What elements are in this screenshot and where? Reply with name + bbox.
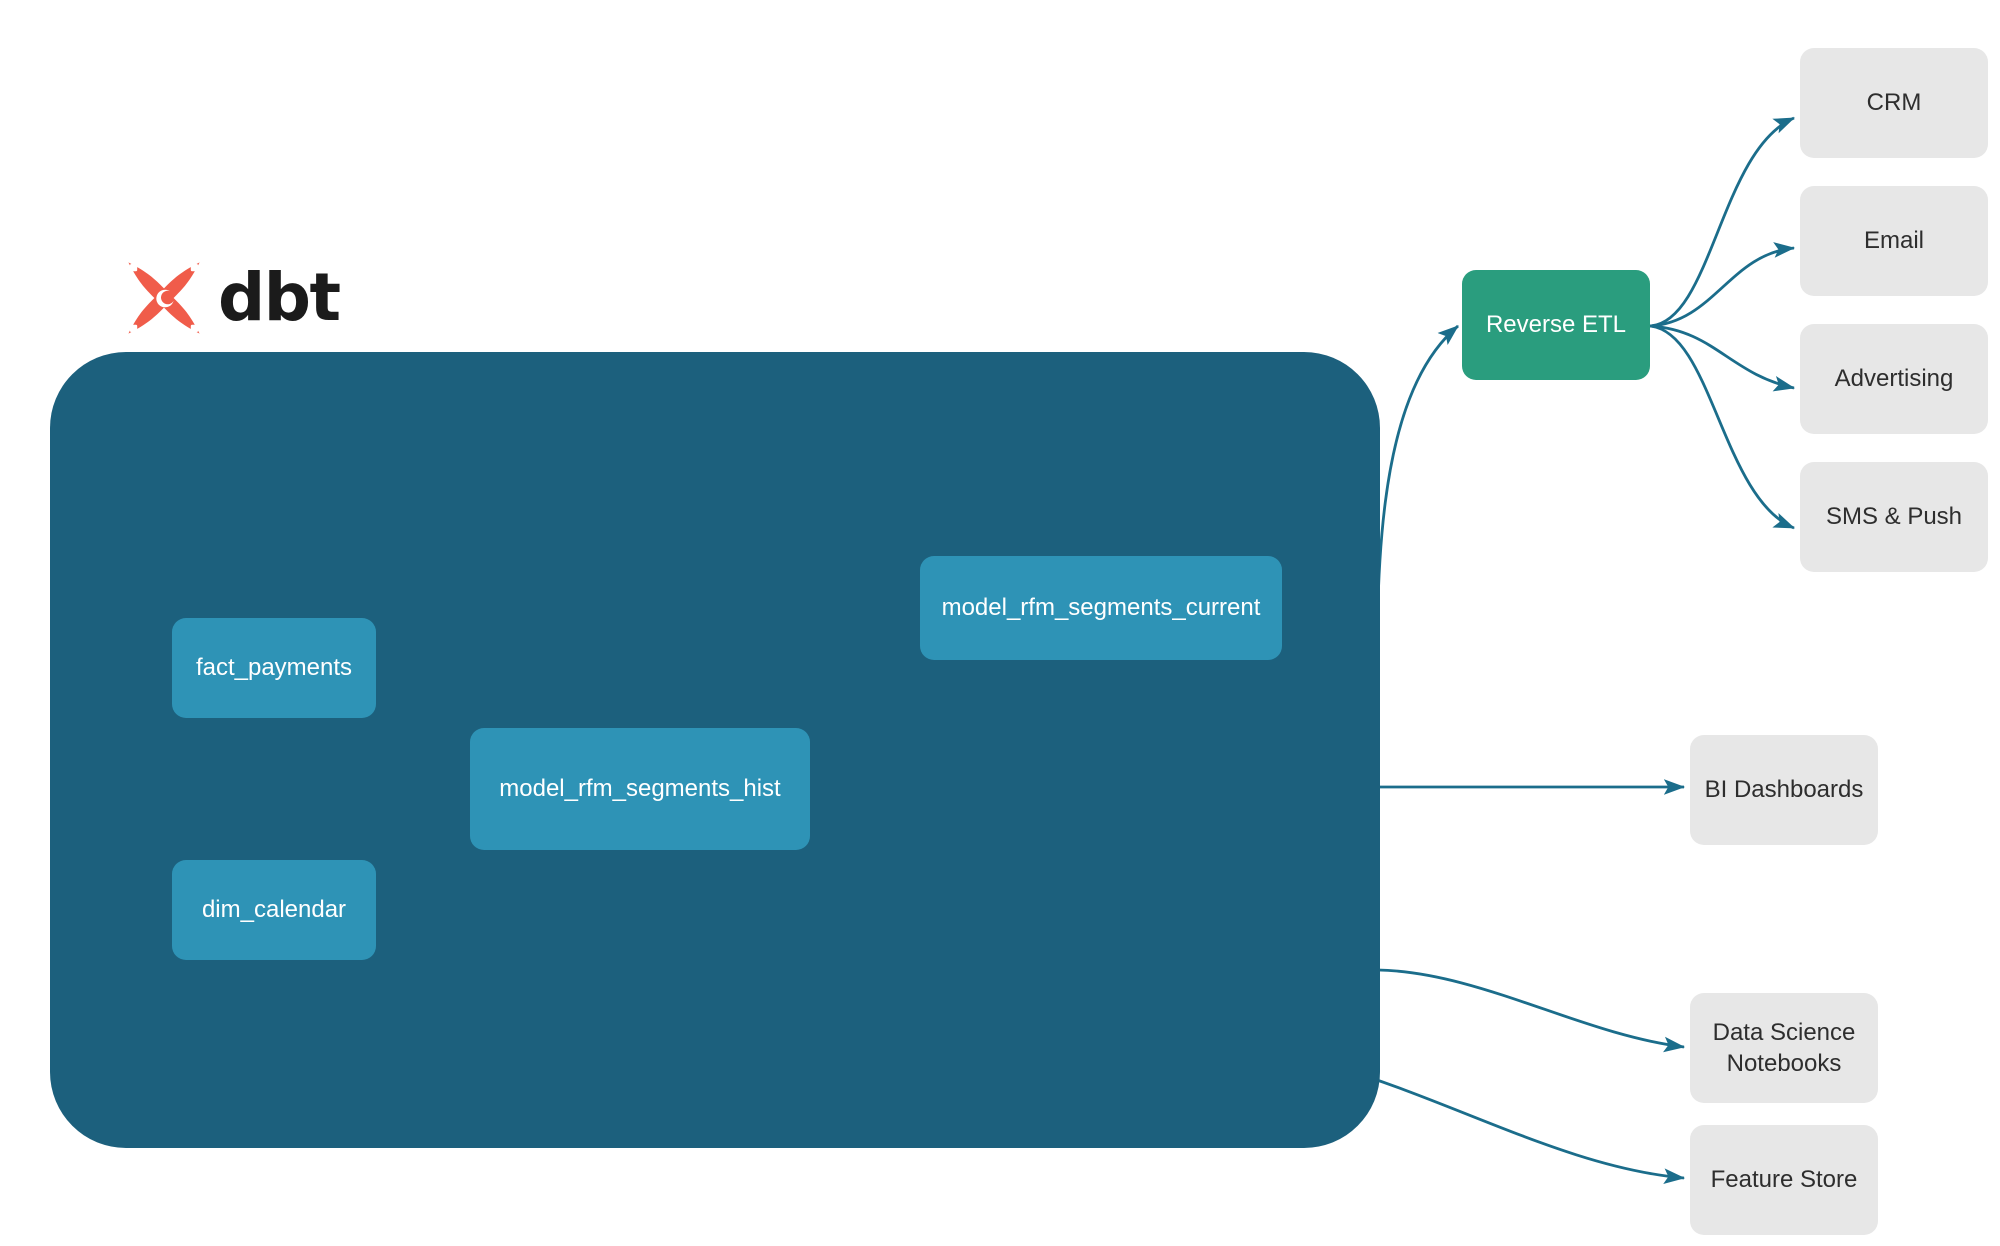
edge-reverse-etl-to-crm	[1649, 116, 1796, 328]
node-bi-dashboards[interactable]: BI Dashboards	[1690, 735, 1878, 845]
edge-reverse-etl-to-advertising	[1649, 324, 1796, 392]
edge-reverse-etl-to-email	[1649, 242, 1796, 328]
node-email[interactable]: Email	[1800, 186, 1988, 296]
edge-reverse-etl-to-sms	[1649, 324, 1796, 530]
node-model-rfm-segments-current[interactable]: model_rfm_segments_current	[920, 556, 1282, 660]
dbt-x-logo-icon	[128, 262, 200, 334]
edge-to-reverse-etl	[1375, 324, 1459, 761]
edge-to-feature-store	[1339, 1066, 1686, 1185]
dbt-logo: dbt	[124, 258, 341, 338]
node-ds-line-1: Data Science	[1712, 1018, 1856, 1046]
node-feature-store[interactable]: Feature Store	[1690, 1125, 1878, 1235]
dbt-wordmark: dbt	[218, 259, 341, 336]
node-ds-line-2: Notebooks	[1726, 1050, 1842, 1077]
node-fact-payments[interactable]: fact_payments	[172, 618, 376, 718]
node-data-science-notebooks[interactable]: Data Science Notebooks	[1690, 993, 1878, 1103]
node-advertising[interactable]: Advertising	[1800, 324, 1988, 434]
node-sms-and-push[interactable]: SMS & Push	[1800, 462, 1988, 572]
edge-to-data-science-notebooks	[1377, 968, 1686, 1053]
node-reverse-etl[interactable]: Reverse ETL	[1462, 270, 1650, 380]
node-dim-calendar[interactable]: dim_calendar	[172, 860, 376, 960]
node-crm[interactable]: CRM	[1800, 48, 1988, 158]
node-model-rfm-segments-hist[interactable]: model_rfm_segments_hist	[470, 728, 810, 850]
